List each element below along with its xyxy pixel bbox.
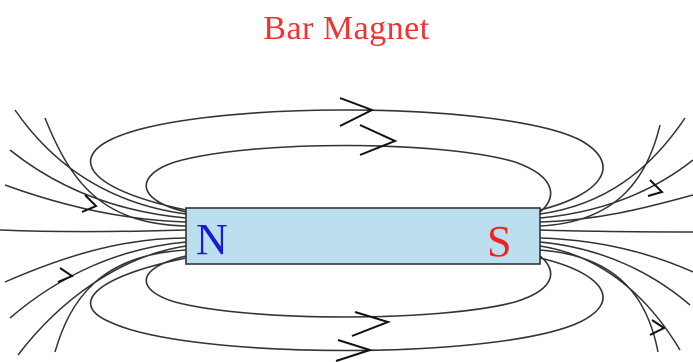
field-lines-north	[0, 109, 187, 356]
diagram-title: Bar Magnet	[263, 10, 430, 47]
direction-arrows	[57, 97, 666, 362]
arrowhead-small-icon	[81, 194, 98, 213]
arrowhead-small-icon	[649, 319, 666, 336]
south-pole-label: S	[487, 217, 511, 266]
arrowhead-right-icon	[335, 339, 374, 362]
arrowhead-right-icon	[359, 124, 398, 156]
field-loops	[89, 109, 604, 352]
arrowhead-right-icon	[351, 311, 392, 337]
arrowhead-small-icon	[647, 179, 664, 197]
field-loop-inner-top	[145, 144, 552, 213]
field-loop-outer-bottom	[89, 257, 604, 352]
field-loop-outer-top	[89, 109, 604, 211]
field-loop-inner-bottom	[145, 255, 552, 318]
arrowhead-right-icon	[339, 97, 375, 127]
bar-magnet	[185, 207, 541, 265]
arrowhead-small-icon	[57, 267, 75, 283]
north-pole-label: N	[196, 215, 228, 264]
field-lines-south	[539, 117, 693, 353]
